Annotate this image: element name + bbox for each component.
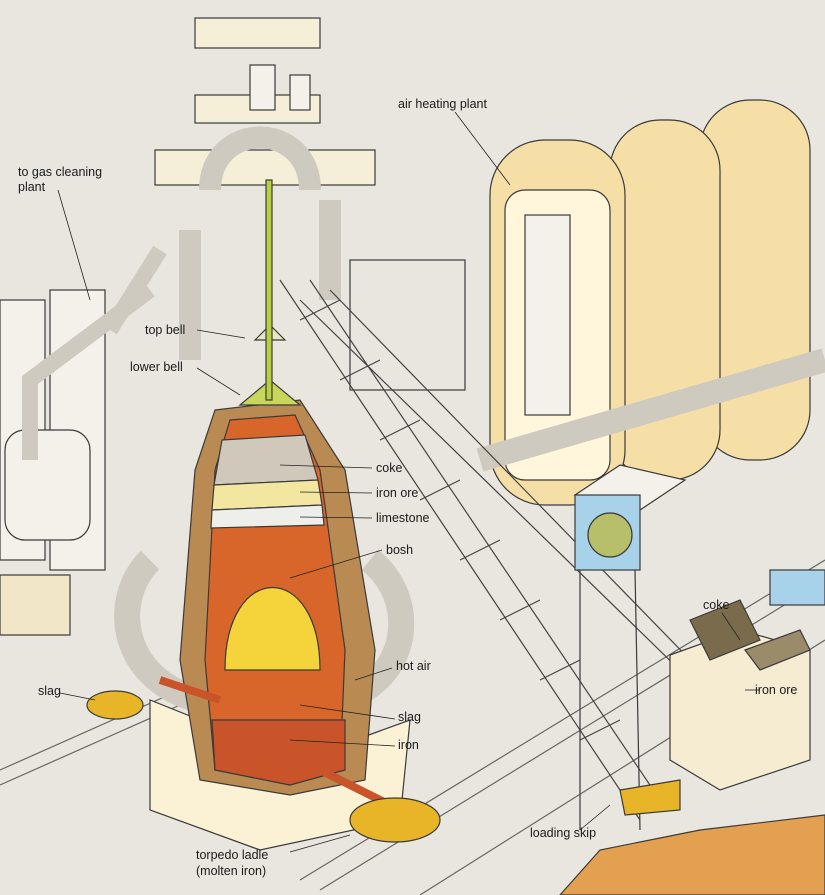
ore-pile <box>559 814 825 895</box>
label-torpedo-ladle-line1: torpedo ladle <box>196 848 269 862</box>
label-slag: slag <box>398 710 421 724</box>
label-gas-cleaning-line1: to gas cleaning <box>18 165 103 179</box>
torpedo-ladle <box>349 797 441 843</box>
label-air-heating-plant: air heating plant <box>398 97 487 111</box>
label-torpedo-ladle-line2: (molten iron) <box>196 864 267 878</box>
storage-bunkers <box>669 569 825 791</box>
label-slag-left: slag <box>38 684 61 698</box>
label-iron: iron <box>398 738 419 752</box>
label-lower-bell: lower bell <box>130 360 183 374</box>
label-coke: coke <box>376 461 403 475</box>
leader-lines <box>57 111 760 853</box>
label-loading-skip: loading skip <box>530 826 597 840</box>
label-bosh: bosh <box>386 543 414 557</box>
bell-rod <box>265 179 273 401</box>
label-hot-air: hot air <box>396 659 431 673</box>
furnace-top-structure <box>154 17 466 391</box>
air-heating-plant <box>476 99 825 506</box>
coke-layer <box>213 434 319 486</box>
gas-cleaning-towers <box>0 245 167 636</box>
label-top-bell: top bell <box>145 323 186 337</box>
slag-iron-hearth <box>211 719 346 786</box>
label-gas-cleaning-line2: plant <box>18 180 46 194</box>
limestone-layer <box>210 504 325 529</box>
hot-zone <box>224 586 321 671</box>
label-iron-ore-bunker: iron ore <box>755 683 798 697</box>
label-coke-bunker: coke <box>703 598 730 612</box>
label-iron-ore: iron ore <box>376 486 419 500</box>
slag-ladle <box>86 690 144 720</box>
loading-skip <box>619 779 681 816</box>
skip-house <box>573 464 687 831</box>
hot-air-pipe-left <box>114 550 204 713</box>
label-limestone: limestone <box>376 511 430 525</box>
slag-notch <box>158 676 222 704</box>
